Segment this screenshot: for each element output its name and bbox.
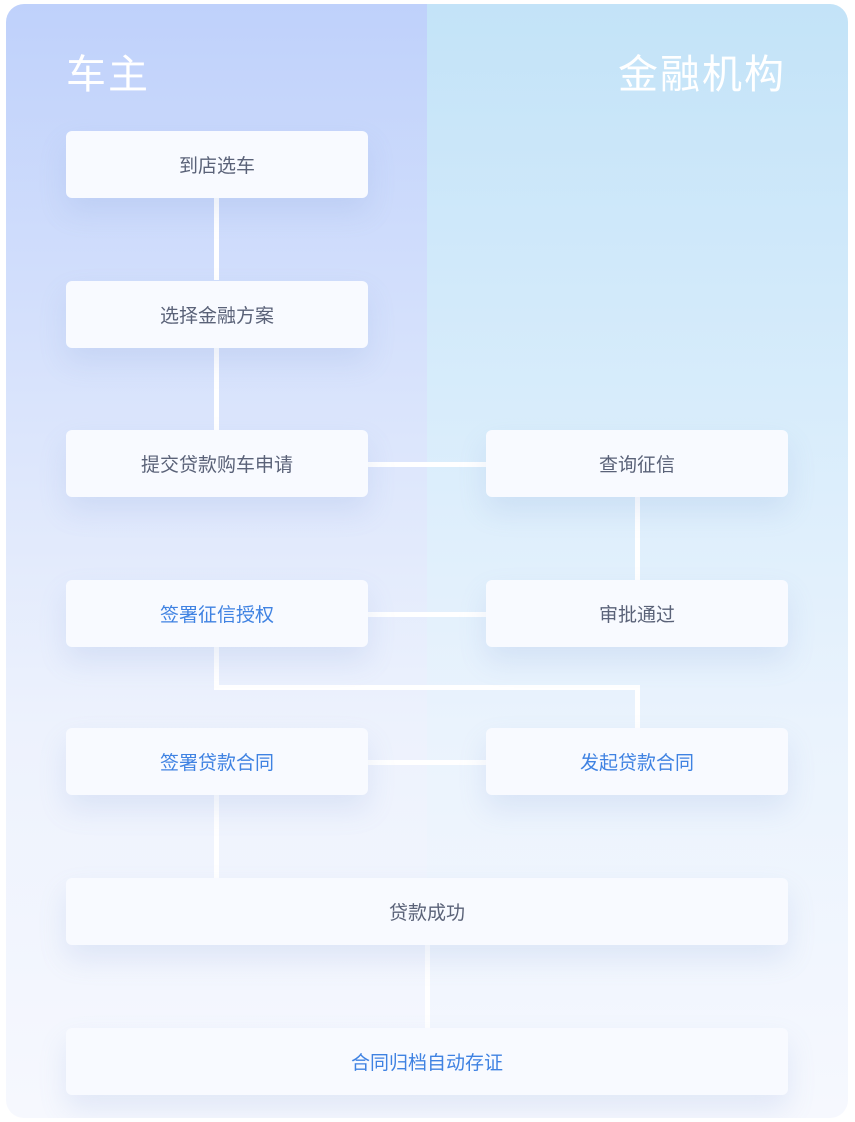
connector-auth-to-approved: [368, 612, 486, 617]
connector-auth-down: [214, 647, 219, 689]
connector-success-to-archive: [425, 945, 430, 1029]
step-approval-passed: 审批通过: [486, 580, 788, 647]
connector-query-to-approved: [635, 497, 640, 581]
step-query-credit: 查询征信: [486, 430, 788, 497]
connector-to-initiate: [635, 685, 640, 729]
step-select-car: 到店选车: [66, 131, 368, 198]
connector-auth-across: [214, 685, 640, 690]
step-choose-finance-plan: 选择金融方案: [66, 281, 368, 348]
connector-sign-to-initiate: [368, 760, 486, 765]
connector-plan-to-submit: [214, 348, 219, 430]
financial-institution-lane-title: 金融机构: [618, 52, 786, 98]
step-contract-archive: 合同归档自动存证: [66, 1028, 788, 1095]
step-sign-credit-authorization: 签署征信授权: [66, 580, 368, 647]
step-loan-success: 贷款成功: [66, 878, 788, 945]
flow-panel: 车主 金融机构 到店选车 选择金融方案 提交贷款购车申请 查询征信 签署征信授权…: [6, 4, 848, 1118]
connector-submit-to-query: [368, 462, 486, 467]
step-initiate-loan-contract: 发起贷款合同: [486, 728, 788, 795]
connector-sign-to-success: [214, 795, 219, 879]
connector-select-to-plan: [214, 198, 219, 280]
car-owner-lane-title: 车主: [66, 52, 150, 98]
step-sign-loan-contract: 签署贷款合同: [66, 728, 368, 795]
step-submit-loan-application: 提交贷款购车申请: [66, 430, 368, 497]
